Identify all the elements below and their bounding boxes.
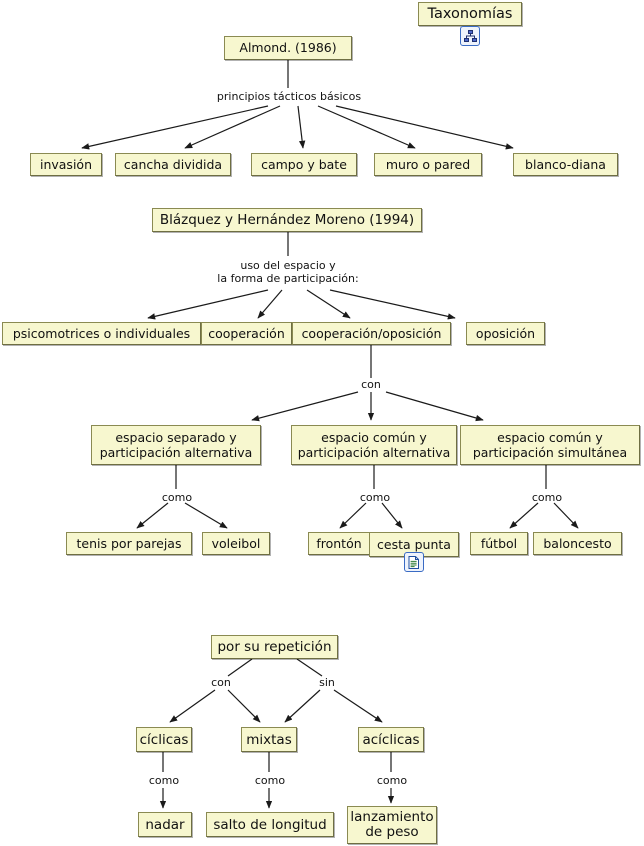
- node-label: cíclicas: [139, 731, 189, 748]
- node-label: voleibol: [211, 535, 261, 551]
- node-label: espacio separado y participación alterna…: [99, 430, 253, 460]
- link-label-como-6: como: [376, 774, 408, 787]
- node-label: salto de longitud: [213, 816, 327, 833]
- node-label: Almond. (1986): [239, 40, 337, 55]
- node-almond-1986[interactable]: Almond. (1986): [224, 36, 352, 60]
- node-label: cesta punta: [377, 536, 451, 552]
- node-psicomotrices-o-individuales[interactable]: psicomotrices o individuales: [2, 322, 201, 345]
- link-label-como-4: como: [148, 774, 180, 787]
- node-cooperacion[interactable]: cooperación: [201, 322, 292, 345]
- node-label: blanco-diana: [525, 156, 606, 172]
- node-label: muro o pared: [385, 156, 471, 172]
- node-tenis-por-parejas[interactable]: tenis por parejas: [66, 532, 192, 555]
- node-label: campo y bate: [261, 156, 347, 172]
- node-label: Taxonomías: [427, 6, 513, 22]
- node-label: frontón: [316, 535, 362, 551]
- link-label-line2: la forma de participación:: [217, 272, 359, 285]
- node-voleibol[interactable]: voleibol: [202, 532, 270, 555]
- node-mixtas[interactable]: mixtas: [241, 727, 297, 752]
- node-aciclicas[interactable]: acíclicas: [358, 727, 424, 752]
- link-label-line1: uso del espacio y: [240, 259, 336, 272]
- node-espacio-comun-participacion-simultanea[interactable]: espacio común y participación simultánea: [460, 425, 640, 465]
- node-salto-de-longitud[interactable]: salto de longitud: [206, 812, 334, 837]
- node-label: Blázquez y Hernández Moreno (1994): [159, 212, 415, 228]
- node-blazquez-hernandez-moreno-1994[interactable]: Blázquez y Hernández Moreno (1994): [152, 208, 422, 232]
- node-label: invasión: [39, 156, 92, 172]
- node-label: psicomotrices o individuales: [12, 325, 191, 341]
- node-invasion[interactable]: invasión: [30, 153, 102, 176]
- link-label-uso-del-espacio: uso del espacio y la forma de participac…: [208, 259, 368, 285]
- link-label-con-repeticion: con: [211, 676, 231, 689]
- node-muro-o-pared[interactable]: muro o pared: [374, 153, 482, 176]
- node-blanco-diana[interactable]: blanco-diana: [513, 153, 618, 176]
- node-label: oposición: [475, 325, 536, 341]
- node-label: espacio común y participación simultánea: [472, 430, 628, 460]
- node-nadar[interactable]: nadar: [138, 812, 192, 837]
- link-label-como-2: como: [359, 491, 391, 504]
- node-espacio-separado-participacion-alternativa[interactable]: espacio separado y participación alterna…: [91, 425, 261, 465]
- node-ciclicas[interactable]: cíclicas: [136, 727, 192, 752]
- node-label: baloncesto: [543, 535, 612, 551]
- link-label-sin-repeticion: sin: [319, 676, 335, 689]
- node-taxonomias[interactable]: Taxonomías: [418, 2, 522, 26]
- node-label: por su repetición: [217, 639, 332, 655]
- node-label: mixtas: [246, 731, 292, 748]
- node-label: cooperación: [208, 325, 285, 341]
- node-label: acíclicas: [362, 731, 420, 748]
- node-label: tenis por parejas: [76, 535, 182, 551]
- node-fronton[interactable]: frontón: [308, 532, 370, 555]
- node-baloncesto[interactable]: baloncesto: [533, 532, 622, 555]
- note-document-icon[interactable]: [404, 552, 424, 572]
- node-por-su-repeticion[interactable]: por su repetición: [211, 635, 338, 659]
- node-label: fútbol: [480, 535, 518, 551]
- node-espacio-comun-participacion-alternativa[interactable]: espacio común y participación alternativ…: [291, 425, 457, 465]
- concept-map-icon[interactable]: [460, 26, 480, 46]
- node-label: nadar: [145, 816, 185, 833]
- node-cancha-dividida[interactable]: cancha dividida: [115, 153, 231, 176]
- node-label: espacio común y participación alternativ…: [297, 430, 451, 460]
- link-label-como-3: como: [531, 491, 563, 504]
- link-label-como-5: como: [254, 774, 286, 787]
- node-label: cooperación/oposición: [301, 325, 442, 341]
- node-futbol[interactable]: fútbol: [470, 532, 528, 555]
- node-lanzamiento-de-peso[interactable]: lanzamiento de peso: [347, 806, 437, 844]
- link-label-principios-tacticos-basicos: principios tácticos básicos: [216, 90, 362, 103]
- node-campo-y-bate[interactable]: campo y bate: [251, 153, 357, 176]
- link-label-con-espacio: con: [361, 378, 381, 391]
- link-label-como-1: como: [161, 491, 193, 504]
- node-label: cancha dividida: [123, 156, 223, 172]
- node-cooperacion-oposicion[interactable]: cooperación/oposición: [292, 322, 451, 345]
- node-oposicion[interactable]: oposición: [466, 322, 545, 345]
- node-label: lanzamiento de peso: [350, 809, 434, 840]
